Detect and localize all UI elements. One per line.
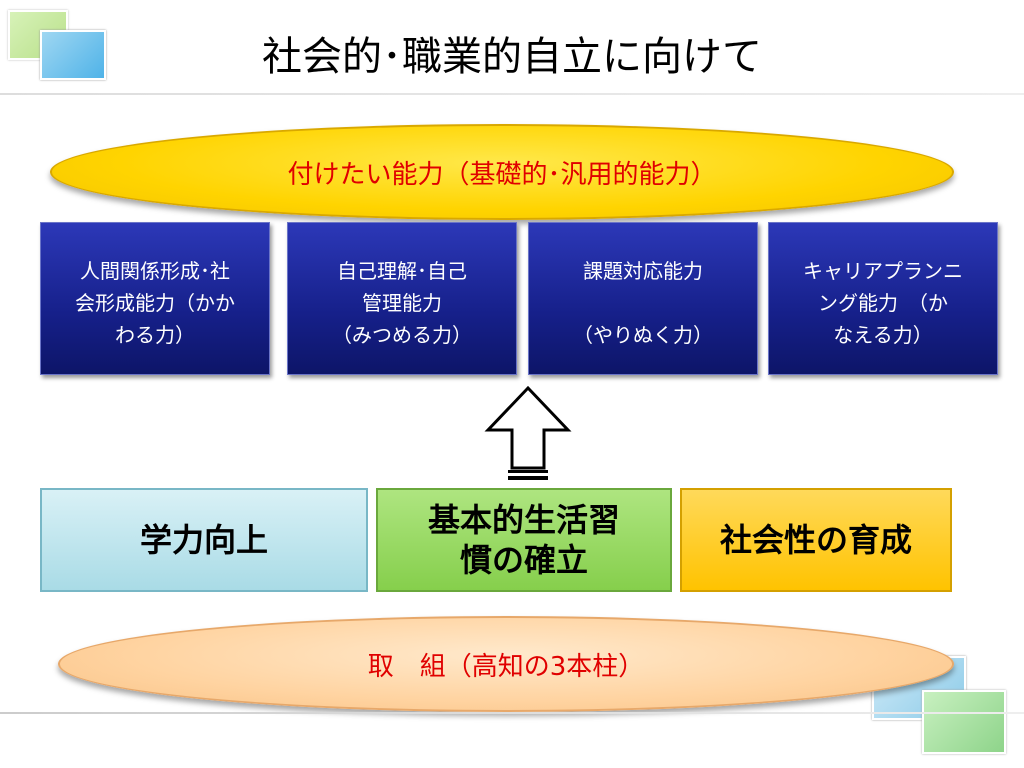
decorative-square-green-bottom bbox=[922, 690, 1006, 754]
capability-box-problem-solving: 課題対応能力 （やりぬく力） bbox=[528, 222, 758, 375]
capability-box-self-management: 自己理解･自己 管理能力 （みつめる力） bbox=[287, 222, 517, 375]
goal-ellipse: 付けたい能力（基礎的･汎用的能力） bbox=[50, 124, 954, 220]
pillar-academic-improvement: 学力向上 bbox=[40, 488, 368, 592]
capability-box-career-planning: キャリアプランニ ング能力 （か なえる力） bbox=[768, 222, 998, 375]
title-divider bbox=[0, 93, 1024, 95]
slide-title: 社会的･職業的自立に向けて bbox=[262, 34, 762, 80]
footer-divider bbox=[0, 712, 1024, 714]
pillar-social-development: 社会性の育成 bbox=[680, 488, 952, 592]
goal-label: 付けたい能力（基礎的･汎用的能力） bbox=[287, 159, 717, 190]
pillar-basic-life-habits: 基本的生活習 慣の確立 bbox=[376, 488, 672, 592]
outline-up-arrow-icon bbox=[484, 385, 572, 480]
foundation-label: 取 組（高知の3本柱） bbox=[367, 651, 645, 682]
capability-box-relationships: 人間関係形成･社 会形成能力（かか わる力） bbox=[40, 222, 270, 375]
foundation-ellipse: 取 組（高知の3本柱） bbox=[58, 616, 954, 712]
decorative-square-blue bbox=[40, 30, 106, 80]
